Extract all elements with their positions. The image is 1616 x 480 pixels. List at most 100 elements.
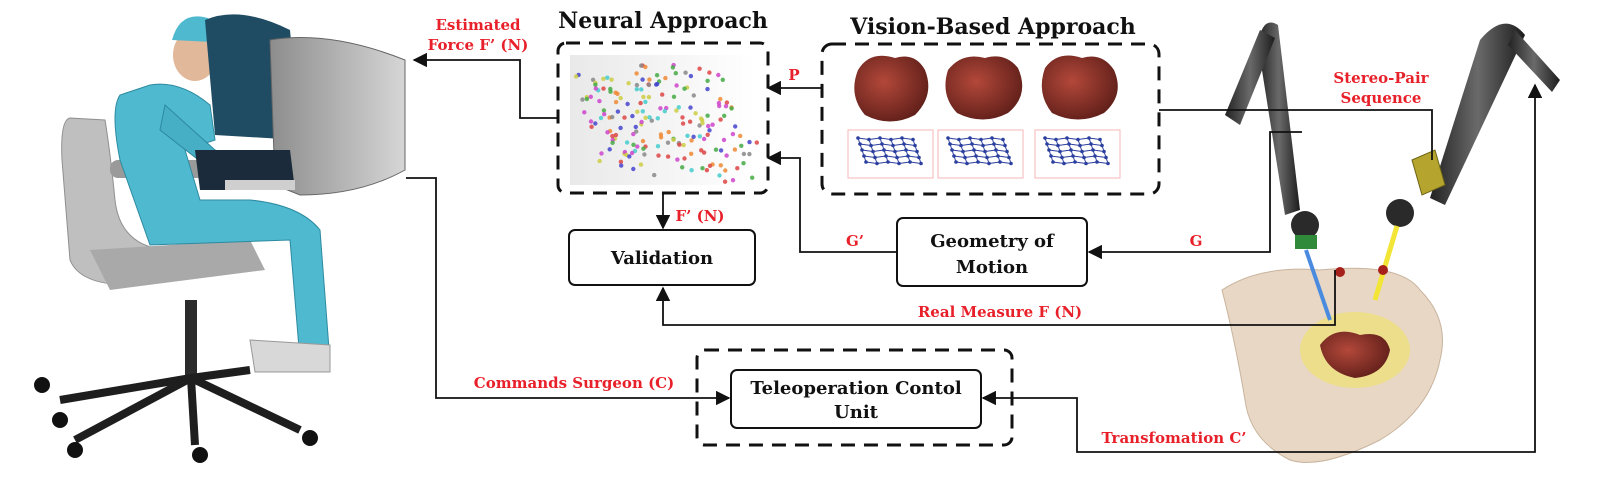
neuron-dot xyxy=(633,124,638,130)
neuron-dot xyxy=(724,100,730,105)
stereo-pair-label-line1: Stereo-Pair xyxy=(1333,69,1429,87)
g-prime-label: G’ xyxy=(846,232,864,250)
neuron-dot xyxy=(624,140,630,145)
neuron-dot xyxy=(700,166,705,171)
neuron-dot xyxy=(634,82,640,88)
neuron-dot xyxy=(622,115,627,120)
neuron-dot xyxy=(721,137,727,143)
neuron-dot xyxy=(610,133,615,139)
neuron-dot xyxy=(625,101,630,107)
neuron-dot xyxy=(741,151,747,157)
neuron-dot xyxy=(674,83,679,88)
real-measure-label: Real Measure F (N) xyxy=(918,303,1082,321)
neuron-dot xyxy=(640,77,645,82)
neuron-dot xyxy=(638,162,644,167)
neuron-dot xyxy=(693,111,698,116)
neuron-dot xyxy=(640,109,645,114)
neuron-dot xyxy=(613,132,619,138)
neuron-dot xyxy=(618,95,623,101)
neuron-dot xyxy=(641,146,646,151)
neuron-dot xyxy=(635,144,640,149)
neuron-dot xyxy=(656,153,661,158)
neuron-dot xyxy=(689,151,694,156)
neuron-dot xyxy=(646,94,652,100)
neuron-dot xyxy=(582,110,587,115)
validation-box xyxy=(568,229,756,286)
neuron-dot xyxy=(660,92,665,97)
neuron-dot xyxy=(658,135,664,140)
neuron-dot xyxy=(618,125,623,131)
neuron-dot xyxy=(640,138,646,144)
neuron-dot xyxy=(707,70,712,75)
geometry-label-line1: Geometry of xyxy=(930,231,1055,252)
neuron-dot xyxy=(641,94,646,100)
neuron-dot xyxy=(718,148,724,153)
neuron-dot xyxy=(631,142,636,147)
arrow-estimated-force xyxy=(412,52,558,119)
neuron-dot xyxy=(707,163,713,168)
neuron-dot xyxy=(716,72,721,78)
neuron-dot xyxy=(615,109,621,114)
neuron-dot xyxy=(662,109,667,114)
neuron-dot xyxy=(704,168,710,173)
neuron-dot xyxy=(697,123,702,128)
neuron-dot xyxy=(605,130,610,135)
neuron-dot xyxy=(689,138,694,143)
neuron-dot xyxy=(683,70,688,75)
neuron-dot xyxy=(706,123,711,129)
neuron-dot xyxy=(710,122,715,127)
neuron-dot xyxy=(652,172,657,178)
neuron-dot xyxy=(705,78,710,84)
neuron-dot xyxy=(735,166,740,171)
neuron-dot xyxy=(697,66,702,71)
neuron-dot xyxy=(722,179,728,184)
neuron-dot xyxy=(643,99,648,105)
neuron-dot xyxy=(707,128,712,133)
neuron-dot xyxy=(680,165,685,170)
neuron-dot xyxy=(720,77,725,83)
neuron-dot xyxy=(747,139,752,145)
connectors xyxy=(406,52,1543,453)
surgeon-console xyxy=(195,14,406,196)
neuron-dot xyxy=(665,154,671,159)
neuron-dot xyxy=(730,178,736,183)
neuron-dot xyxy=(588,94,593,100)
neuron-dot xyxy=(655,144,661,149)
neural-network-visual xyxy=(573,62,759,184)
neuron-dot xyxy=(602,112,607,117)
neuron-dot xyxy=(754,140,759,145)
teleoperation-label-line1: Teleoperation Contol xyxy=(750,378,962,399)
neuron-dot xyxy=(738,133,743,139)
neuron-dot xyxy=(647,77,652,82)
neuron-dot xyxy=(613,99,619,105)
neuron-dot xyxy=(680,115,685,120)
neuron-dot xyxy=(701,150,707,155)
neuron-dot xyxy=(634,129,639,134)
neuron-dot xyxy=(687,119,693,124)
neuron-dot xyxy=(589,124,594,129)
neuron-dot xyxy=(730,131,736,137)
teleoperation-label-line2: Unit xyxy=(834,402,879,423)
neuron-dot xyxy=(629,150,635,156)
neuron-dot xyxy=(685,133,690,138)
neuron-dot xyxy=(619,163,624,168)
neuron-dot xyxy=(682,86,687,91)
neuron-dot xyxy=(601,108,607,113)
mesh-grids xyxy=(847,129,1121,179)
neuron-dot xyxy=(688,105,693,110)
neuron-dot xyxy=(675,157,680,162)
f-prime-label: F’ (N) xyxy=(676,207,725,225)
neuron-dot xyxy=(580,97,585,102)
neuron-dot xyxy=(705,132,710,137)
neuron-dot xyxy=(697,134,702,139)
neural-network-background xyxy=(570,55,755,185)
neuron-dot xyxy=(654,82,659,87)
neuron-dot xyxy=(655,116,660,121)
neuron-dot xyxy=(676,105,681,110)
neuron-dot xyxy=(601,86,606,91)
mesh-grid-2 xyxy=(937,129,1024,179)
heart-model-2-icon xyxy=(945,56,1023,120)
neuron-dot xyxy=(700,120,705,126)
estimated-force-label-line1: Estimated xyxy=(435,16,521,34)
